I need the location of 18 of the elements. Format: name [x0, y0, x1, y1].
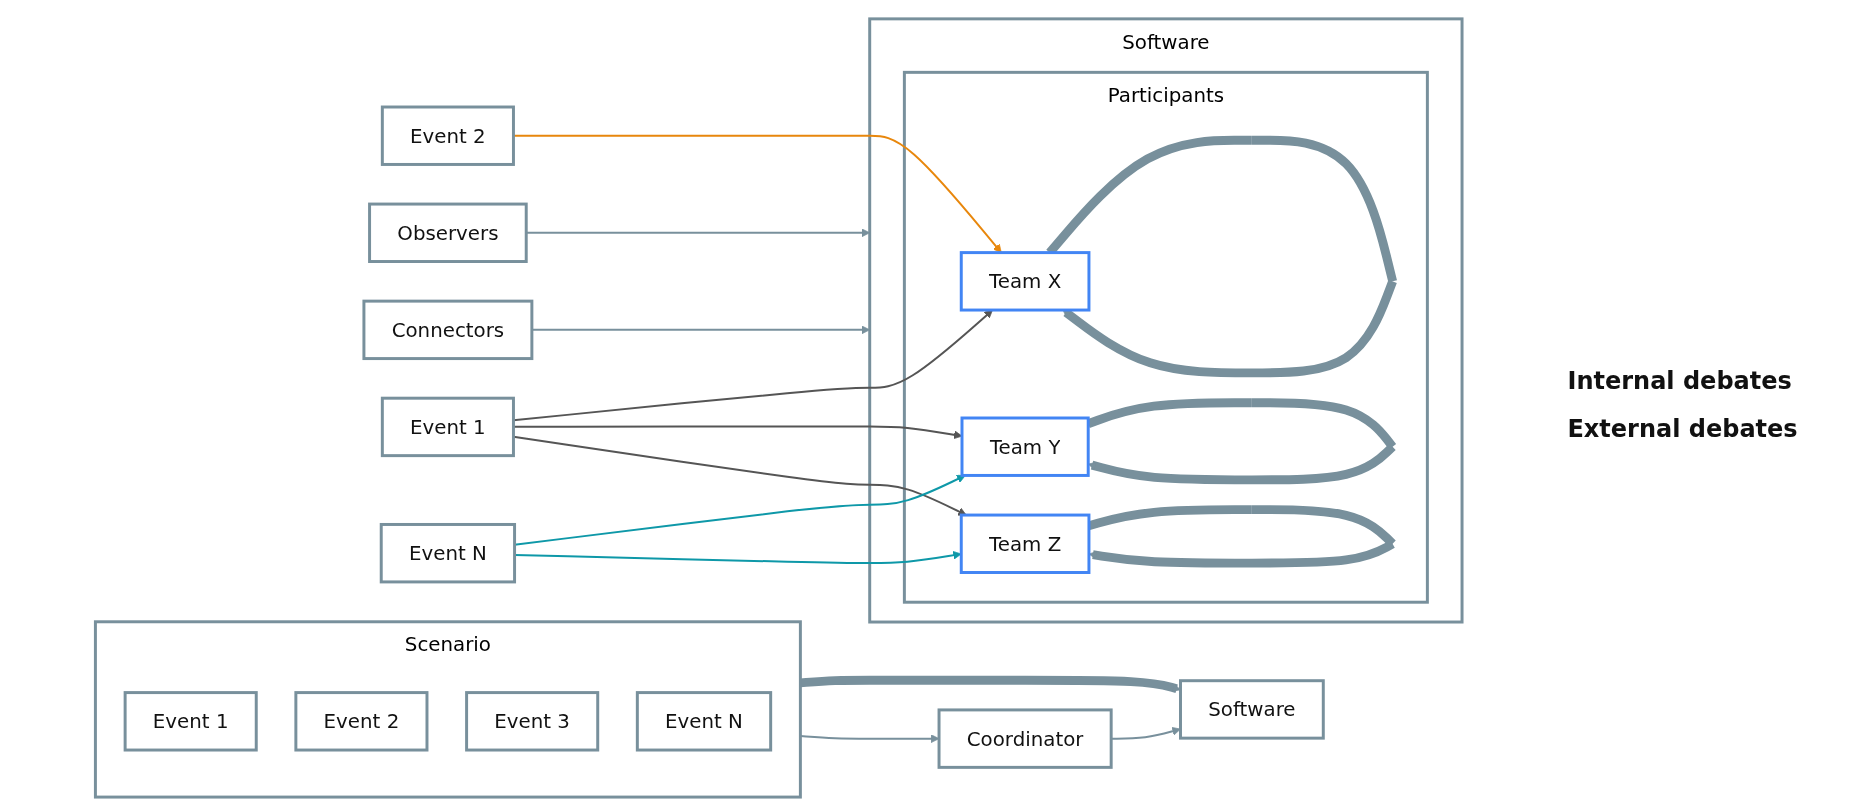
note-text: Internal debates	[1567, 367, 1793, 395]
node-box: Event N	[379, 523, 517, 584]
node-box: Event N	[635, 691, 773, 752]
note-text: External debates	[1567, 415, 1799, 443]
arrow	[1046, 135, 1397, 378]
node-box: Event 3	[465, 691, 600, 752]
node-box: Connectors	[362, 299, 534, 361]
node-box: Team Z	[959, 513, 1091, 574]
arrow	[800, 675, 1181, 693]
node-box: Event 2	[294, 691, 429, 752]
node-box: Event 1	[123, 691, 258, 752]
node-box: Coordinator	[937, 708, 1113, 769]
node-box: Team Y	[960, 416, 1090, 477]
node-box: Event 1	[380, 396, 515, 458]
node-box: Observers	[368, 202, 528, 263]
node-box: Event 2	[380, 105, 515, 166]
node-box: Software	[1179, 679, 1325, 740]
node-box: Team X	[959, 251, 1091, 312]
